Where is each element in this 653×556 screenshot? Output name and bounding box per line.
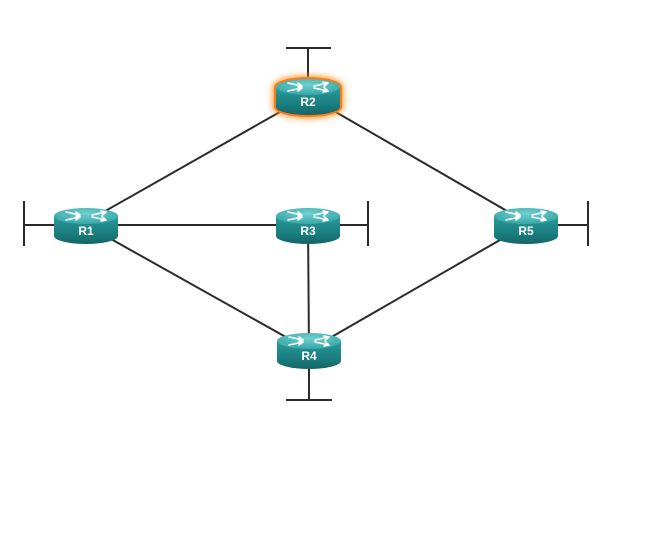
router-icon [65, 210, 107, 222]
lan-stub-r2 [286, 47, 331, 80]
link-r1-r4 [85, 224, 310, 351]
router-label-r1: R1 [78, 224, 94, 238]
router-icon [505, 210, 547, 222]
link-r3-r4 [307, 224, 310, 351]
lan-stub-r3 [336, 201, 369, 246]
router-label-r3: R3 [300, 224, 316, 238]
router-label-r5: R5 [518, 224, 534, 238]
lan-stub-group [23, 47, 589, 401]
router-r5: R5 [494, 208, 558, 244]
router-icon [287, 210, 329, 222]
link-group [85, 95, 527, 351]
router-r2: R2 [273, 76, 343, 118]
router-label-r4: R4 [301, 349, 317, 363]
router-label-r2: R2 [300, 95, 316, 109]
router-icon [287, 81, 329, 93]
router-r1: R1 [54, 208, 118, 244]
link-r1-r2 [85, 95, 309, 223]
router-icon [288, 335, 330, 347]
lan-stub-r4 [286, 368, 332, 401]
link-r2-r5 [307, 95, 527, 223]
router-r3: R3 [276, 208, 340, 244]
lan-stub-r5 [554, 201, 589, 246]
router-r4: R4 [277, 333, 341, 369]
link-r4-r5 [308, 224, 527, 351]
